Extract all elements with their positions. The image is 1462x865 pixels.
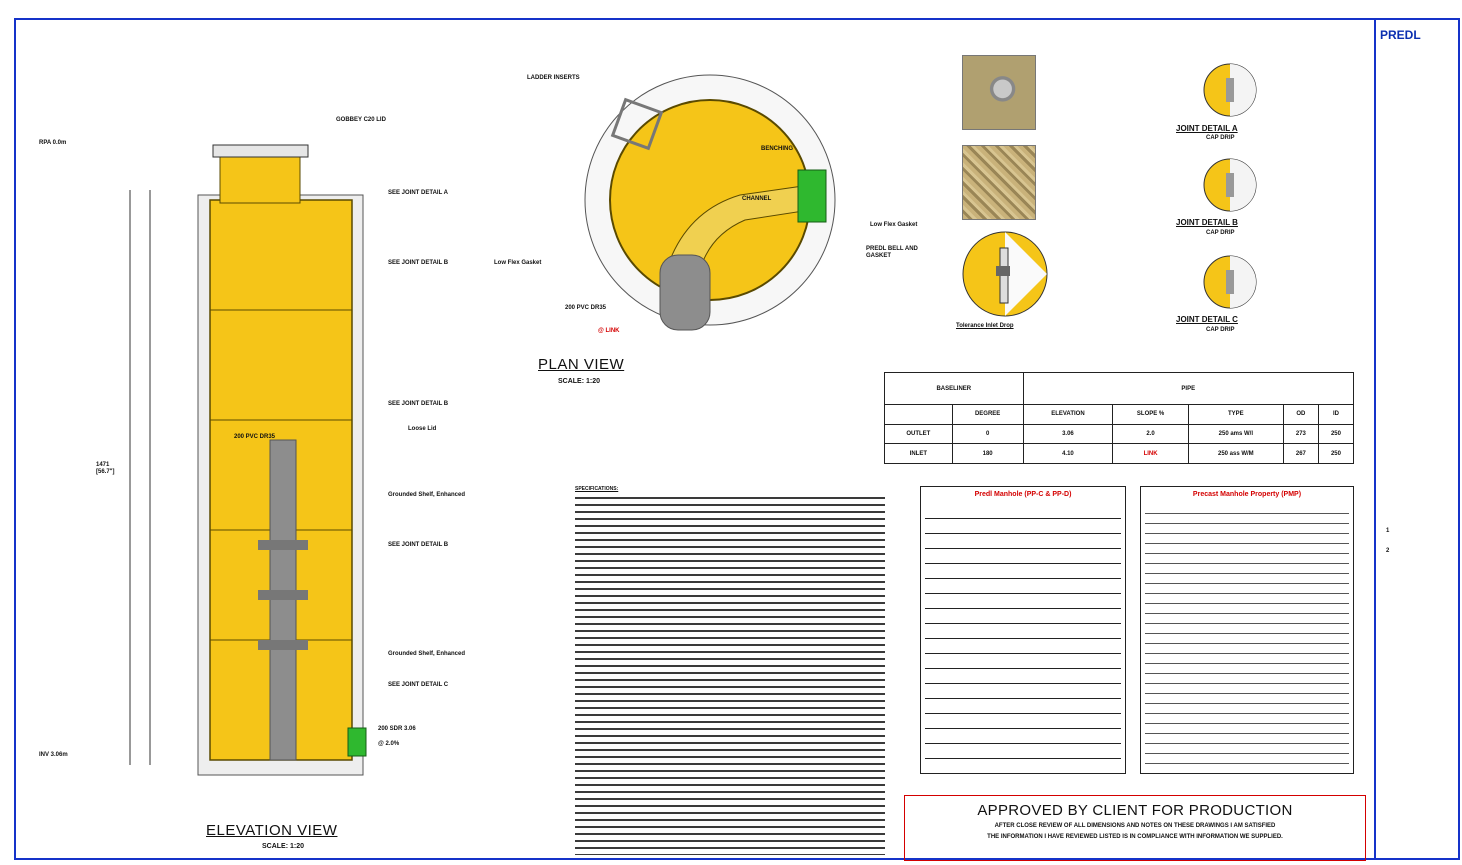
panel-right-grid bbox=[1145, 504, 1349, 764]
schedule-col: ID bbox=[1317, 404, 1355, 425]
approval-box: APPROVED BY CLIENT FOR PRODUCTION AFTER … bbox=[904, 795, 1366, 861]
schedule-cell: 250 ams W/l bbox=[1187, 423, 1284, 445]
elev-label-shelf2: Grounded Shelf, Enhanced bbox=[388, 651, 466, 657]
elevation-drawing bbox=[129, 144, 367, 776]
schedule-cell: 250 bbox=[1317, 423, 1355, 445]
schedule-col bbox=[884, 404, 953, 425]
joint-detail-a-drawing bbox=[1203, 63, 1257, 117]
tolerance-detail bbox=[962, 231, 1048, 317]
panel-precast-property: Precast Manhole Property (PMP) bbox=[1140, 486, 1354, 774]
joint-b-sub: CAP DRIP bbox=[1206, 230, 1235, 236]
elev-label-lid: GOBBEY C20 LID bbox=[336, 117, 386, 123]
plan-label-ladder: LADDER INSERTS bbox=[527, 75, 580, 81]
schedule-cell: 0 bbox=[951, 423, 1024, 445]
joint-b-title: JOINT DETAIL B bbox=[1176, 218, 1238, 227]
plan-drawing bbox=[584, 74, 836, 331]
plan-label-link: @ LINK bbox=[598, 328, 620, 334]
elev-label-grade: @ 2.0% bbox=[378, 741, 400, 747]
elev-label-joint-b2: SEE JOINT DETAIL B bbox=[388, 401, 449, 407]
schedule-cell: 4.10 bbox=[1022, 443, 1114, 464]
plan-label-benching: BENCHING bbox=[761, 146, 794, 152]
schedule-cell: 250 ass W/M bbox=[1187, 443, 1284, 464]
revision-1: 1 bbox=[1386, 528, 1390, 534]
photo-fitting bbox=[962, 55, 1036, 130]
schedule-cell: 273 bbox=[1282, 423, 1319, 445]
drawing-frame bbox=[14, 18, 1460, 860]
elev-rl-bottom: INV 3.06m bbox=[39, 752, 68, 758]
table-row: OUTLET 0 3.06 2.0 250 ams W/l 273 250 bbox=[884, 423, 1355, 445]
joint-a-title: JOINT DETAIL A bbox=[1176, 124, 1238, 133]
elevation-title: ELEVATION VIEW bbox=[206, 822, 338, 839]
schedule-col: SLOPE % bbox=[1112, 404, 1189, 425]
notes-lines bbox=[575, 494, 885, 855]
outlet-stub bbox=[347, 727, 367, 757]
photo-gravel bbox=[962, 145, 1036, 220]
notes-title: SPECIFICATIONS: bbox=[575, 486, 619, 492]
elev-rl-top: RPA 0.0m bbox=[39, 140, 67, 146]
elev-label-joint-a: SEE JOINT DETAIL A bbox=[388, 190, 448, 196]
approval-sub1: AFTER CLOSE REVIEW OF ALL DIMENSIONS AND… bbox=[994, 823, 1276, 829]
plan-label-gasket: Low Flex Gasket bbox=[870, 222, 918, 228]
schedule-cell: 3.06 bbox=[1022, 423, 1114, 445]
elev-label-joint-b1: SEE JOINT DETAIL B bbox=[388, 260, 449, 266]
panel-left-grid bbox=[925, 504, 1121, 764]
elev-label-loose-lid: Loose Lid bbox=[408, 426, 437, 432]
schedule-cell: OUTLET bbox=[884, 423, 953, 445]
elev-label-outlet: 200 SDR 3.06 bbox=[378, 726, 416, 732]
schedule-header-baseliner: BASELINER bbox=[884, 372, 1024, 405]
pipe-schedule-table: BASELINER PIPE DEGREE ELEVATION SLOPE % … bbox=[884, 372, 1355, 464]
schedule-cell: 250 bbox=[1317, 443, 1355, 464]
schedule-cell: 180 bbox=[951, 443, 1024, 464]
joint-a-sub: CAP DRIP bbox=[1206, 135, 1235, 141]
panel-left-title: Predl Manhole (PP-C & PP-D) bbox=[974, 491, 1072, 498]
schedule-cell: LINK bbox=[1112, 443, 1189, 464]
schedule-col: ELEVATION bbox=[1022, 404, 1114, 425]
schedule-header-pipe: PIPE bbox=[1022, 372, 1355, 405]
schedule-cell: INLET bbox=[884, 443, 953, 464]
approval-title: APPROVED BY CLIENT FOR PRODUCTION bbox=[977, 802, 1293, 819]
schedule-col: DEGREE bbox=[951, 404, 1024, 425]
elevation-scale: SCALE: 1:20 bbox=[262, 843, 305, 850]
elev-label-joint-c: SEE JOINT DETAIL C bbox=[388, 682, 449, 688]
plan-label-pipe: 200 PVC DR35 bbox=[565, 305, 607, 311]
schedule-col: OD bbox=[1282, 404, 1319, 425]
approval-sub2: THE INFORMATION I HAVE REVIEWED LISTED I… bbox=[987, 834, 1283, 840]
plan-title: PLAN VIEW bbox=[538, 356, 625, 373]
joint-c-title: JOINT DETAIL C bbox=[1176, 315, 1238, 324]
joint-c-sub: CAP DRIP bbox=[1206, 327, 1235, 333]
specifications-notes: SPECIFICATIONS: bbox=[575, 486, 885, 860]
elev-label-gasket: Low Flex Gasket bbox=[494, 260, 542, 266]
elev-label-pipe: 200 PVC DR35 bbox=[234, 434, 276, 440]
schedule-cell: 267 bbox=[1282, 443, 1319, 464]
plan-label-bell: PREDL BELL AND GASKET bbox=[866, 246, 918, 259]
company-logo: PREDL bbox=[1380, 28, 1421, 42]
joint-detail-b-drawing bbox=[1203, 158, 1257, 212]
table-row: INLET 180 4.10 LINK 250 ass W/M 267 250 bbox=[884, 443, 1355, 464]
tolerance-label: Tolerance Inlet Drop bbox=[956, 323, 1014, 329]
plan-label-channel: CHANNEL bbox=[742, 196, 772, 202]
elev-label-joint-b3: SEE JOINT DETAIL B bbox=[388, 542, 449, 548]
plan-scale: SCALE: 1:20 bbox=[558, 378, 601, 385]
revision-2: 2 bbox=[1386, 548, 1390, 554]
elev-dim-total: 1471 [56.7"] bbox=[96, 462, 115, 475]
joint-detail-c-drawing bbox=[1203, 255, 1257, 309]
schedule-col: TYPE bbox=[1187, 404, 1284, 425]
panel-right-title: Precast Manhole Property (PMP) bbox=[1192, 491, 1302, 498]
manhole-lid bbox=[212, 144, 309, 158]
panel-predl-manhole: Predl Manhole (PP-C & PP-D) bbox=[920, 486, 1126, 774]
schedule-cell: 2.0 bbox=[1112, 423, 1189, 445]
title-block: PREDL 1 2 bbox=[1374, 18, 1460, 860]
elev-label-shelf1: Grounded Shelf, Enhanced bbox=[388, 492, 466, 498]
